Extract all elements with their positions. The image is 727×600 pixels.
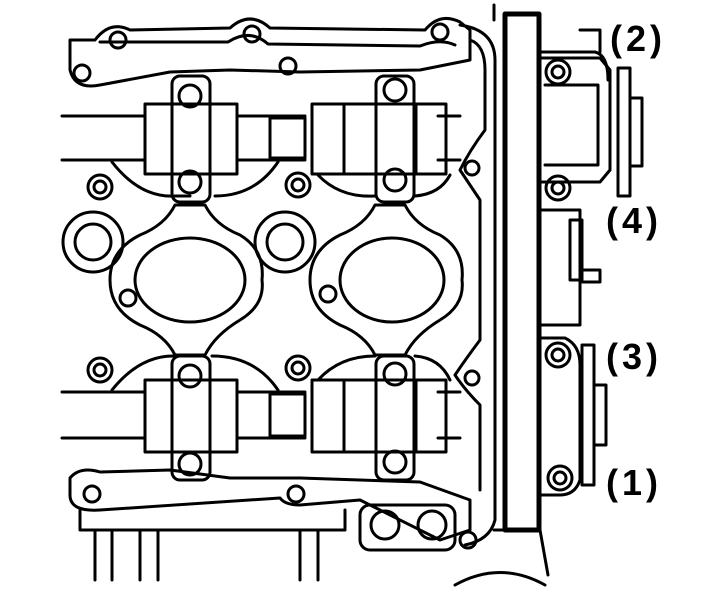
sprocket-housing-lower — [538, 336, 582, 497]
timing-cover-plate — [502, 11, 542, 533]
head-outline-lower — [68, 468, 472, 542]
bolt-hole — [82, 484, 102, 504]
cam-cap-stem — [374, 74, 416, 204]
callout-label-4: (4) — [606, 200, 662, 241]
cam-lobe-curve — [110, 160, 280, 198]
bolt-hole — [458, 530, 478, 550]
cap-bolt — [382, 167, 408, 193]
bolt-hole — [286, 484, 306, 504]
callout-label-3: (3) — [606, 336, 662, 377]
bolt-hole — [108, 30, 128, 50]
plug-ring — [86, 173, 114, 201]
bolt-hole — [463, 369, 481, 387]
head-inner-upper — [98, 34, 457, 48]
gasket-opening — [133, 236, 247, 324]
lower-camshaft — [60, 390, 462, 440]
cam-cap-stem — [374, 354, 416, 482]
upper-camshaft — [60, 114, 462, 162]
lower-ribs — [78, 508, 347, 582]
tensioner-body — [538, 208, 582, 327]
lower-boss — [358, 503, 457, 552]
cam-lobe — [310, 102, 346, 176]
bolt-hole — [463, 159, 481, 177]
head-side-edge — [458, 23, 497, 547]
bracket-lead — [578, 28, 602, 54]
cam-cap — [342, 102, 418, 176]
cam-cap — [342, 378, 418, 454]
plug-ring — [284, 171, 312, 199]
sprocket-housing-inner — [543, 83, 600, 167]
cam-cap — [143, 378, 239, 454]
sprocket-bolt — [544, 174, 572, 202]
gasket-right — [308, 203, 464, 357]
bolt-hole — [278, 56, 298, 76]
cam-lobe — [310, 378, 346, 454]
sprocket-disc — [580, 343, 596, 487]
cam-cap-stem — [170, 354, 212, 482]
head-side-inner — [453, 38, 487, 492]
gasket-opening — [338, 236, 446, 324]
sprocket-disc — [616, 66, 632, 198]
cam-lobe — [268, 116, 307, 160]
cap-bolt — [177, 83, 203, 109]
sprocket-bolt — [546, 464, 574, 492]
frame-tab — [492, 3, 550, 577]
cam-lobe-curve — [316, 354, 452, 382]
cap-bolt — [382, 361, 408, 387]
bolt-hole — [242, 24, 262, 44]
cam-lobe-curve — [110, 354, 280, 392]
cam-lobe-curve — [316, 173, 452, 198]
cap-bolt — [382, 449, 408, 475]
cam-cap-stem — [170, 74, 212, 204]
bolt-hole — [72, 63, 92, 83]
callout-label-1: (1) — [606, 462, 662, 503]
cap-bolt — [177, 169, 203, 195]
head-outline-upper — [68, 16, 472, 88]
sprocket-housing-upper — [538, 56, 612, 184]
gasket-left — [108, 203, 264, 357]
port-ring — [253, 210, 317, 274]
lower-arc — [453, 571, 547, 587]
cap-bolt — [177, 363, 203, 389]
sprocket-bolt — [544, 341, 572, 369]
plug-ring — [284, 354, 312, 382]
cap-bolt — [382, 77, 408, 103]
cap-bolt — [177, 451, 203, 477]
bolt-hole — [430, 22, 450, 42]
plug-ring — [86, 356, 114, 384]
tensioner-arm — [580, 268, 602, 284]
sprocket-hub — [592, 383, 608, 447]
cam-cap — [143, 102, 239, 176]
sprocket-hub — [628, 96, 644, 168]
callout-label-2: (2) — [610, 18, 666, 59]
port-ring — [61, 210, 125, 274]
cam-lobe — [268, 392, 307, 438]
sprocket-bolt — [544, 58, 572, 86]
tensioner-plunger — [568, 218, 584, 282]
sprocket-bracket — [538, 50, 610, 82]
